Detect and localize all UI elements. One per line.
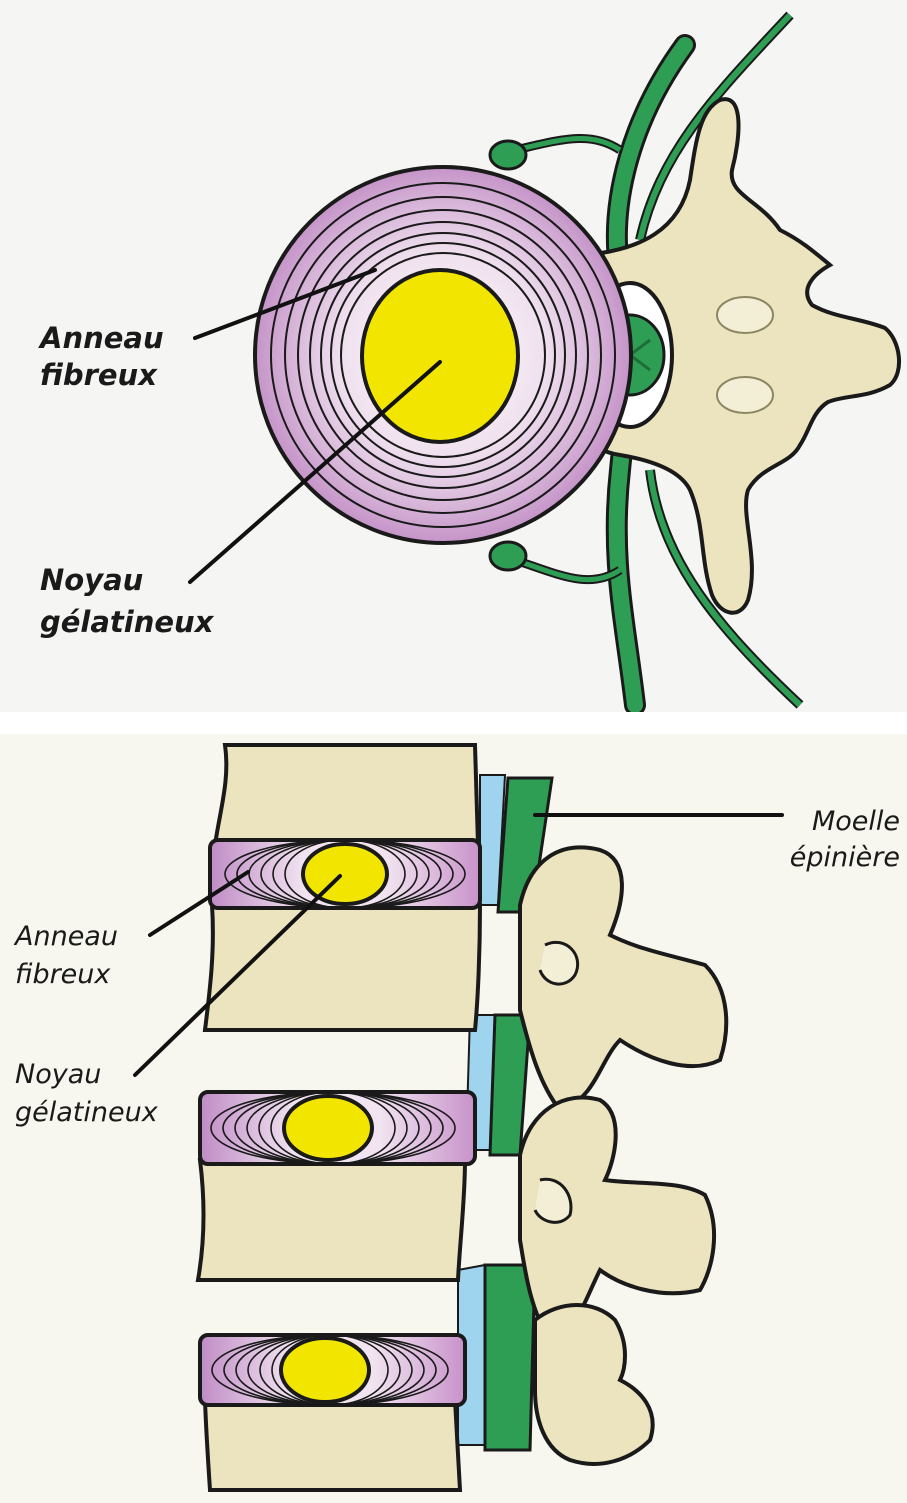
nucleus-pulposus-middle [284,1096,372,1160]
panel-divider [0,712,907,734]
label-nucleus-bottom-line1: Noyau [15,1059,101,1090]
facet-lower [717,377,773,413]
label-nucleus-bottom-line2: gélatineux [15,1097,159,1128]
nucleus-pulposus-top [362,270,518,442]
nucleus-pulposus-upper [303,844,387,904]
disc-lower [200,1335,465,1405]
nucleus-pulposus-lower [281,1338,369,1402]
disc-middle [200,1092,475,1164]
vertebral-body-3 [198,1160,465,1280]
label-cord-line2: épinière [790,842,900,873]
label-annulus-top-line2: fibreux [40,358,158,392]
label-nucleus-top-line1: Noyau [40,563,143,597]
label-annulus-bottom-line2: fibreux [15,959,111,990]
dorsal-root-ganglion-lower [490,542,526,570]
label-nucleus-top-line2: gélatineux [40,605,215,639]
label-annulus-top-line1: Anneau [38,321,164,355]
facet-upper [717,297,773,333]
vertebral-body-4 [205,1400,460,1490]
vertebral-body-1 [215,745,478,845]
dorsal-root-ganglion-upper [490,141,526,169]
label-annulus-bottom-line1: Anneau [13,921,118,952]
disc-upper [210,840,480,908]
spinal-cord-lower [485,1265,535,1450]
bottom-panel-lateral-view: Moelle épinière Anneau fibreux Noyau gél… [0,734,907,1503]
label-cord-line1: Moelle [812,806,900,837]
facet-joint-upper [540,942,578,984]
top-panel-axial-view: Anneau fibreux Noyau gélatineux [0,0,907,712]
